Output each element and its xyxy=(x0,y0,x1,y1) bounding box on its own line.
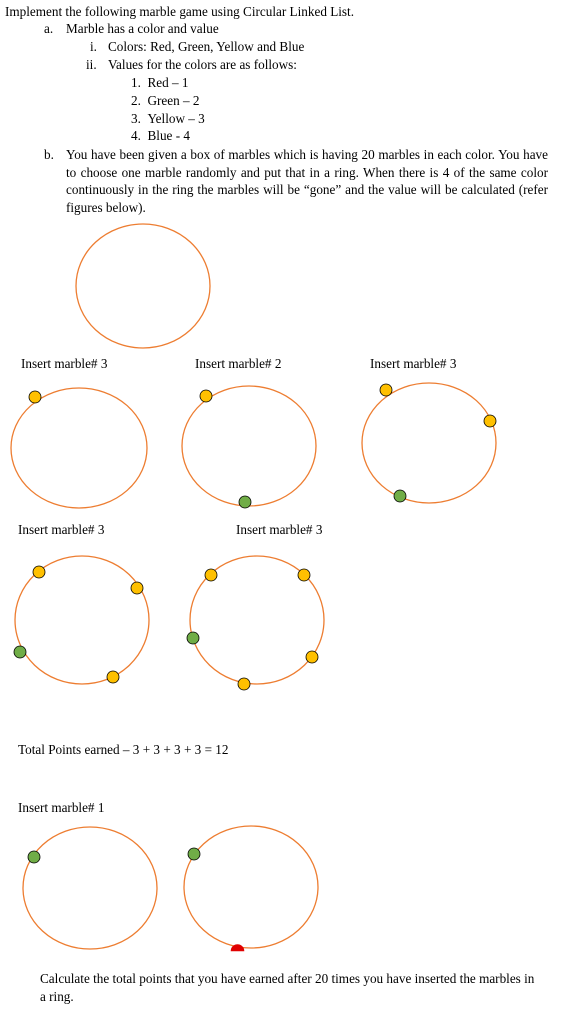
value-item-red: 1. Red – 1 xyxy=(131,75,189,90)
value-item-yellow: 3. Yellow – 3 xyxy=(131,111,205,126)
marble-green xyxy=(393,489,407,503)
label-insert-marble-r2a: Insert marble# 3 xyxy=(18,522,105,537)
value-item-green: 2. Green – 2 xyxy=(131,93,200,108)
item-b-text: You have been given a box of marbles whi… xyxy=(66,147,548,215)
marble-green xyxy=(238,495,252,509)
marble-red xyxy=(230,944,245,952)
marble-yellow xyxy=(106,670,120,684)
ring-r3a xyxy=(22,826,158,950)
total-points-text: Total Points earned – 3 + 3 + 3 + 3 = 12 xyxy=(18,742,229,757)
item-i-text: Colors: Red, Green, Yellow and Blue xyxy=(108,39,305,54)
intro-text: Implement the following marble game usin… xyxy=(5,4,355,19)
marble-yellow xyxy=(199,389,213,403)
label-insert-marble-r3a: Insert marble# 1 xyxy=(18,800,105,815)
ring-empty xyxy=(75,223,211,349)
marble-yellow xyxy=(204,568,218,582)
item-ii-marker: ii. xyxy=(86,57,97,72)
marble-yellow xyxy=(237,677,251,691)
marble-yellow xyxy=(305,650,319,664)
marble-yellow xyxy=(28,390,42,404)
marble-yellow xyxy=(483,414,497,428)
item-a-marker: a. xyxy=(44,21,54,36)
marble-green xyxy=(27,850,41,864)
ring-r1b xyxy=(181,385,317,507)
label-insert-marble-r2b: Insert marble# 3 xyxy=(236,522,323,537)
conclusion-text: Calculate the total points that you have… xyxy=(40,971,535,1004)
label-insert-marble-r1c: Insert marble# 3 xyxy=(370,356,457,371)
ring-r3b xyxy=(183,825,319,949)
item-ii-text: Values for the colors are as follows: xyxy=(108,57,297,72)
ring-r2a xyxy=(14,555,150,685)
item-i-marker: i. xyxy=(90,39,97,54)
ring-r1a xyxy=(10,387,148,509)
marble-green xyxy=(13,645,27,659)
marble-yellow xyxy=(379,383,393,397)
marble-yellow xyxy=(130,581,144,595)
marble-green xyxy=(186,631,200,645)
marble-yellow xyxy=(32,565,46,579)
marble-green xyxy=(187,847,201,861)
label-insert-marble-r1b: Insert marble# 2 xyxy=(195,356,282,371)
item-a-text: Marble has a color and value xyxy=(66,21,219,36)
item-b-marker: b. xyxy=(44,147,54,162)
ring-r1c xyxy=(361,382,497,504)
marble-yellow xyxy=(297,568,311,582)
ring-r2b xyxy=(189,555,325,685)
label-insert-marble-r1a: Insert marble# 3 xyxy=(21,356,108,371)
value-item-blue: 4. Blue - 4 xyxy=(131,128,190,143)
